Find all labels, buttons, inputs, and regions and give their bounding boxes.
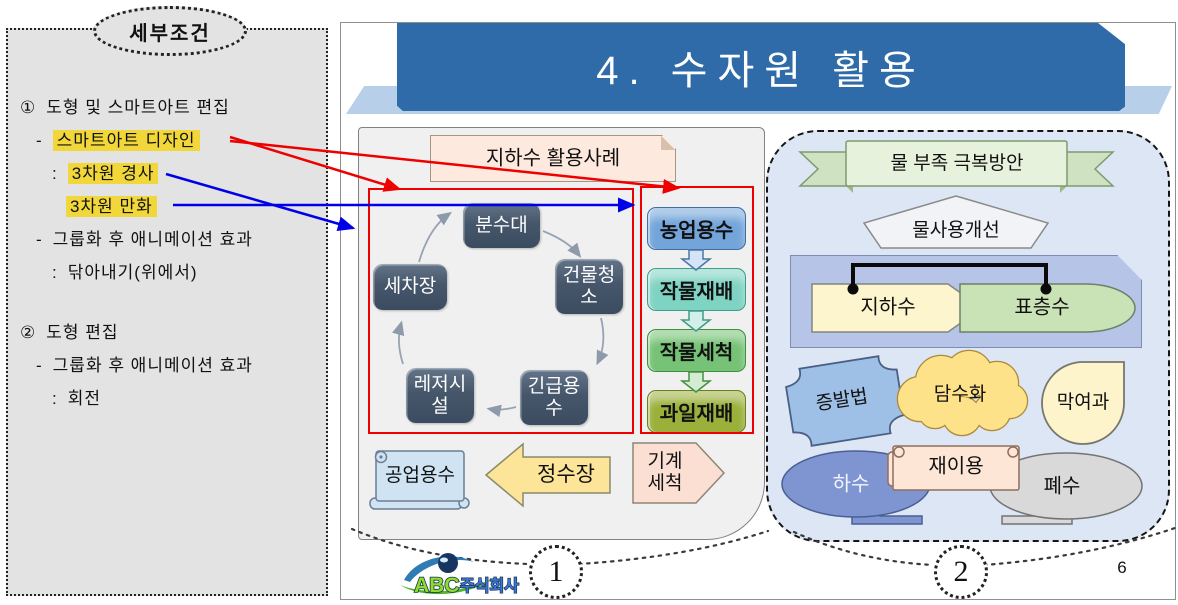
round-end-shape-surfacewater xyxy=(959,283,1136,333)
condition-line: 3차원 만화 xyxy=(66,192,157,217)
condition-line: -그룹화 후 애니메이션 효과 xyxy=(36,356,253,375)
cloud-shape-desalination xyxy=(896,349,1029,437)
down-block-arrow xyxy=(679,310,713,332)
teardrop-shape-membrane xyxy=(1041,361,1125,445)
case-header-label: 지하수 활용사례 xyxy=(485,147,621,170)
red-annotation-arrow-1 xyxy=(229,135,402,192)
label-industrial-water: 공업용수 xyxy=(385,465,455,487)
down-block-arrow xyxy=(679,371,713,393)
label-improve-water-use: 물사용개선 xyxy=(912,220,1000,242)
numbered-marker-1: 1 xyxy=(529,545,583,599)
label-wastewater: 폐수 xyxy=(1043,475,1081,498)
label-groundwater: 지하수 xyxy=(860,296,916,319)
condition-panel xyxy=(6,28,328,596)
condition-title: 세부조건 xyxy=(129,22,211,45)
condition-line: :회전 xyxy=(52,389,102,408)
label-purification-plant: 정수장 xyxy=(537,462,595,486)
label-reuse: 재이용 xyxy=(928,455,984,478)
banner-ribbon-shape xyxy=(798,140,1115,193)
title-banner: 4. 수자원 활용 xyxy=(397,23,1125,111)
red-annotation-arrow-2 xyxy=(229,139,681,194)
plaque-shape-evaporation xyxy=(785,355,905,447)
label-machine-wash: 기계세척 xyxy=(647,451,683,494)
case-header-shape xyxy=(430,135,676,182)
oval-callout-wastewater xyxy=(989,452,1143,525)
cycle-node-building: 건물청소 xyxy=(555,259,623,314)
slide-title: 4. 수자원 활용 xyxy=(596,49,926,93)
scroll-shape-industrial xyxy=(369,450,470,510)
dotted-arc xyxy=(350,525,1178,567)
chain-box-agriculture: 농업용수 xyxy=(647,207,746,250)
left-arrow-shape-plant xyxy=(484,442,611,508)
logo-text-company: 주식회사 xyxy=(460,576,519,595)
page-number: 6 xyxy=(1117,558,1127,578)
condition-title-ellipse: 세부조건 xyxy=(93,6,247,56)
cycle-node-carwash: 세차장 xyxy=(373,264,447,310)
label-membrane: 막여과 xyxy=(1056,392,1110,414)
numbered-marker-2: 2 xyxy=(934,545,988,599)
company-logo: ABC 주식회사 xyxy=(400,553,520,598)
cycle-node-leisure: 레저시설 xyxy=(406,368,474,423)
label-overcome-banner: 물 부족 극복방안 xyxy=(890,153,1024,175)
label-desalination: 담수화 xyxy=(933,384,987,406)
logo-swoosh-green xyxy=(400,578,494,595)
cycle-node-emergency: 긴급용수 xyxy=(520,370,588,425)
logo-text-abc: ABC xyxy=(414,574,460,597)
condition-line: :닦아내기(위에서) xyxy=(52,263,198,282)
chain-box-crop-grow: 작물재배 xyxy=(647,268,746,311)
label-sewage: 하수 xyxy=(832,473,870,496)
red-annotation-box-cycle xyxy=(368,188,634,434)
down-block-arrow xyxy=(679,249,713,271)
pentagon-shape-machine xyxy=(632,442,726,504)
scroll-shape-reuse xyxy=(887,445,1020,491)
cycle-node-fountain: 분수대 xyxy=(463,203,540,248)
cycle-arrows xyxy=(392,211,609,418)
logo-sphere xyxy=(438,553,458,573)
condition-line: :3차원 경사 xyxy=(52,159,159,184)
blue-annotation-arrow-1 xyxy=(165,172,356,232)
red-annotation-box-chain xyxy=(640,186,754,434)
elbow-connector xyxy=(847,263,1052,295)
pentagon-shape-improve xyxy=(862,195,1050,249)
label-surface-water: 표층수 xyxy=(1014,296,1070,319)
condition-line: -그룹화 후 애니메이션 효과 xyxy=(36,230,253,249)
condition-line: -스마트아트 디자인 xyxy=(36,126,200,151)
